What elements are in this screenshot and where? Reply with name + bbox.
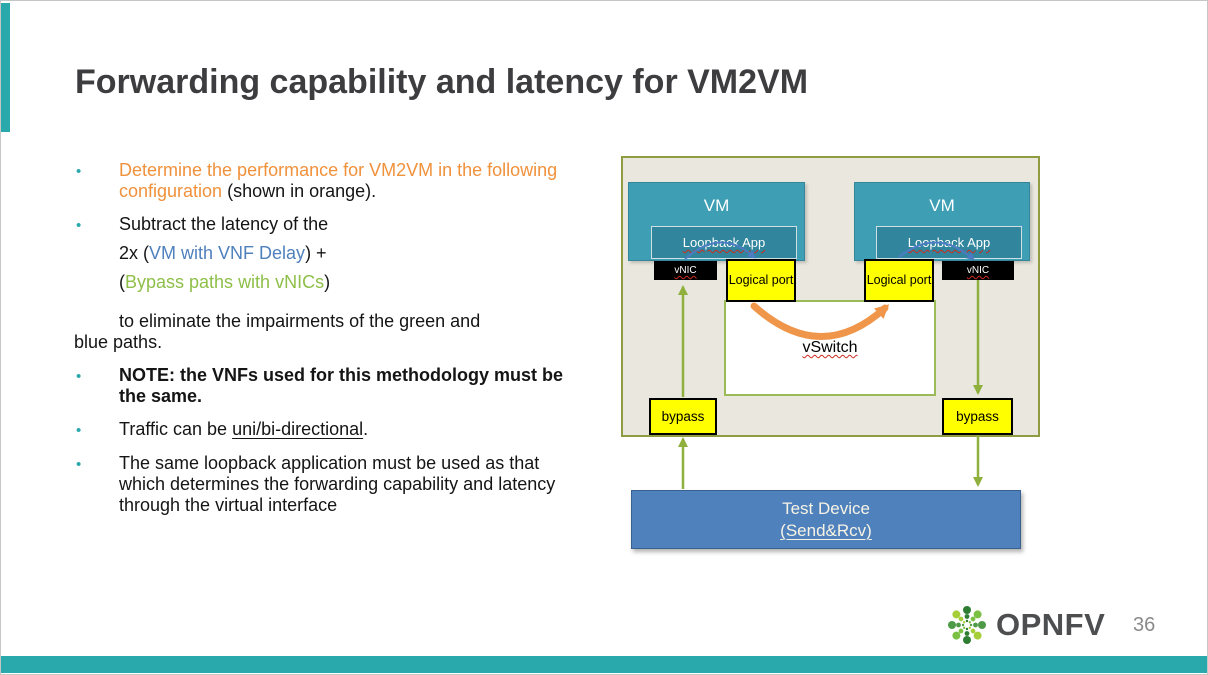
test-device-line2: (Send&Rcv)	[780, 521, 872, 540]
bypass-right-box: bypass	[942, 398, 1013, 435]
page-title: Forwarding capability and latency for VM…	[75, 63, 809, 101]
bypass-left-box: bypass	[649, 398, 717, 435]
bullet-icon: •	[76, 163, 82, 180]
opnfv-logo: OPNFV	[945, 603, 1105, 647]
vm-left-label: VM	[703, 196, 730, 215]
bullet-item-4: • Traffic can be uni/bi-directional.	[76, 419, 581, 441]
formula-post: )	[324, 272, 331, 292]
vnic-left-label: vNIC	[674, 265, 697, 276]
bullet-2-formula-line-1: 2x (VM with VNF Delay) +	[119, 243, 581, 264]
bullet-icon: •	[76, 368, 82, 385]
bypass-right-label: bypass	[956, 409, 999, 424]
logical-port-left-label: Logical port	[728, 273, 794, 287]
formula-pre: (	[119, 272, 125, 292]
bullet-text: Subtract the latency of the 2x (VM with …	[74, 214, 581, 353]
loopback-app-right-box: Loopback App	[876, 226, 1022, 259]
logical-port-right-label: Logical port	[866, 273, 932, 287]
vm-right-label: VM	[929, 196, 955, 215]
loopback-app-left-label: Loopback App	[682, 235, 766, 250]
formula-pre: 2x (	[119, 243, 150, 263]
accent-bar-bottom	[1, 656, 1207, 673]
bullet-1-orange-text: Determine the performance for VM2VM in t…	[119, 160, 558, 201]
bullet-list: • Determine the performance for VM2VM in…	[74, 160, 581, 528]
bullet-4-underlined: uni/bi-directional	[232, 419, 364, 439]
loopback-app-right-label: Loopback App	[907, 235, 991, 250]
test-device-box: Test Device (Send&Rcv)	[631, 490, 1021, 549]
vm-with-vnf-delay-text: VM with VNF Delay	[149, 243, 306, 263]
bullet-2-intro: Subtract the latency of the	[119, 214, 329, 234]
bullet-4-pre: Traffic can be	[119, 419, 233, 439]
bypass-paths-text: Bypass paths with vNICs	[125, 272, 325, 292]
opnfv-logo-text: OPNFV	[996, 607, 1106, 642]
vswitch-label: vSwitch	[802, 339, 858, 356]
bullet-2-tail-line-1: to eliminate the impairments of the gree…	[119, 311, 481, 331]
vnic-right-box: vNIC	[942, 261, 1014, 280]
loopback-app-left-box: Loopback App	[651, 226, 797, 259]
formula-post: ) +	[305, 243, 327, 263]
logical-port-left-box: Logical port	[726, 259, 796, 302]
vnic-left-box: vNIC	[654, 261, 717, 280]
bullet-text: Determine the performance for VM2VM in t…	[119, 160, 581, 202]
bullet-4-post: .	[363, 419, 369, 439]
bullet-3-note-text: NOTE: the VNFs used for this methodology…	[119, 365, 564, 406]
bypass-left-label: bypass	[661, 409, 705, 424]
page-number: 36	[1133, 614, 1156, 636]
bullet-5-text: The same loopback application must be us…	[119, 453, 556, 515]
logical-port-right-box: Logical port	[864, 259, 934, 302]
bullet-text: Traffic can be uni/bi-directional.	[119, 419, 581, 441]
bullet-item-5: • The same loopback application must be …	[76, 453, 581, 516]
bullet-2-tail-line-2: blue paths.	[74, 332, 163, 352]
test-device-line1: Test Device	[782, 499, 870, 518]
vswitch-box: vSwitch	[724, 300, 936, 396]
bullet-item-3: • NOTE: the VNFs used for this methodolo…	[76, 365, 581, 407]
opnfv-logo-icon	[948, 606, 986, 644]
bullet-icon: •	[76, 217, 82, 234]
bullet-item-2: • Subtract the latency of the 2x (VM wit…	[74, 214, 581, 353]
bullet-icon: •	[76, 456, 82, 473]
bullet-item-1: • Determine the performance for VM2VM in…	[76, 160, 581, 202]
bullet-1-rest-text: (shown in orange).	[222, 181, 377, 201]
vnic-right-label: vNIC	[966, 265, 990, 276]
bullet-2-formula-line-2: (Bypass paths with vNICs)	[119, 272, 581, 293]
accent-bar-top-left	[1, 3, 10, 132]
bullet-icon: •	[76, 422, 82, 439]
